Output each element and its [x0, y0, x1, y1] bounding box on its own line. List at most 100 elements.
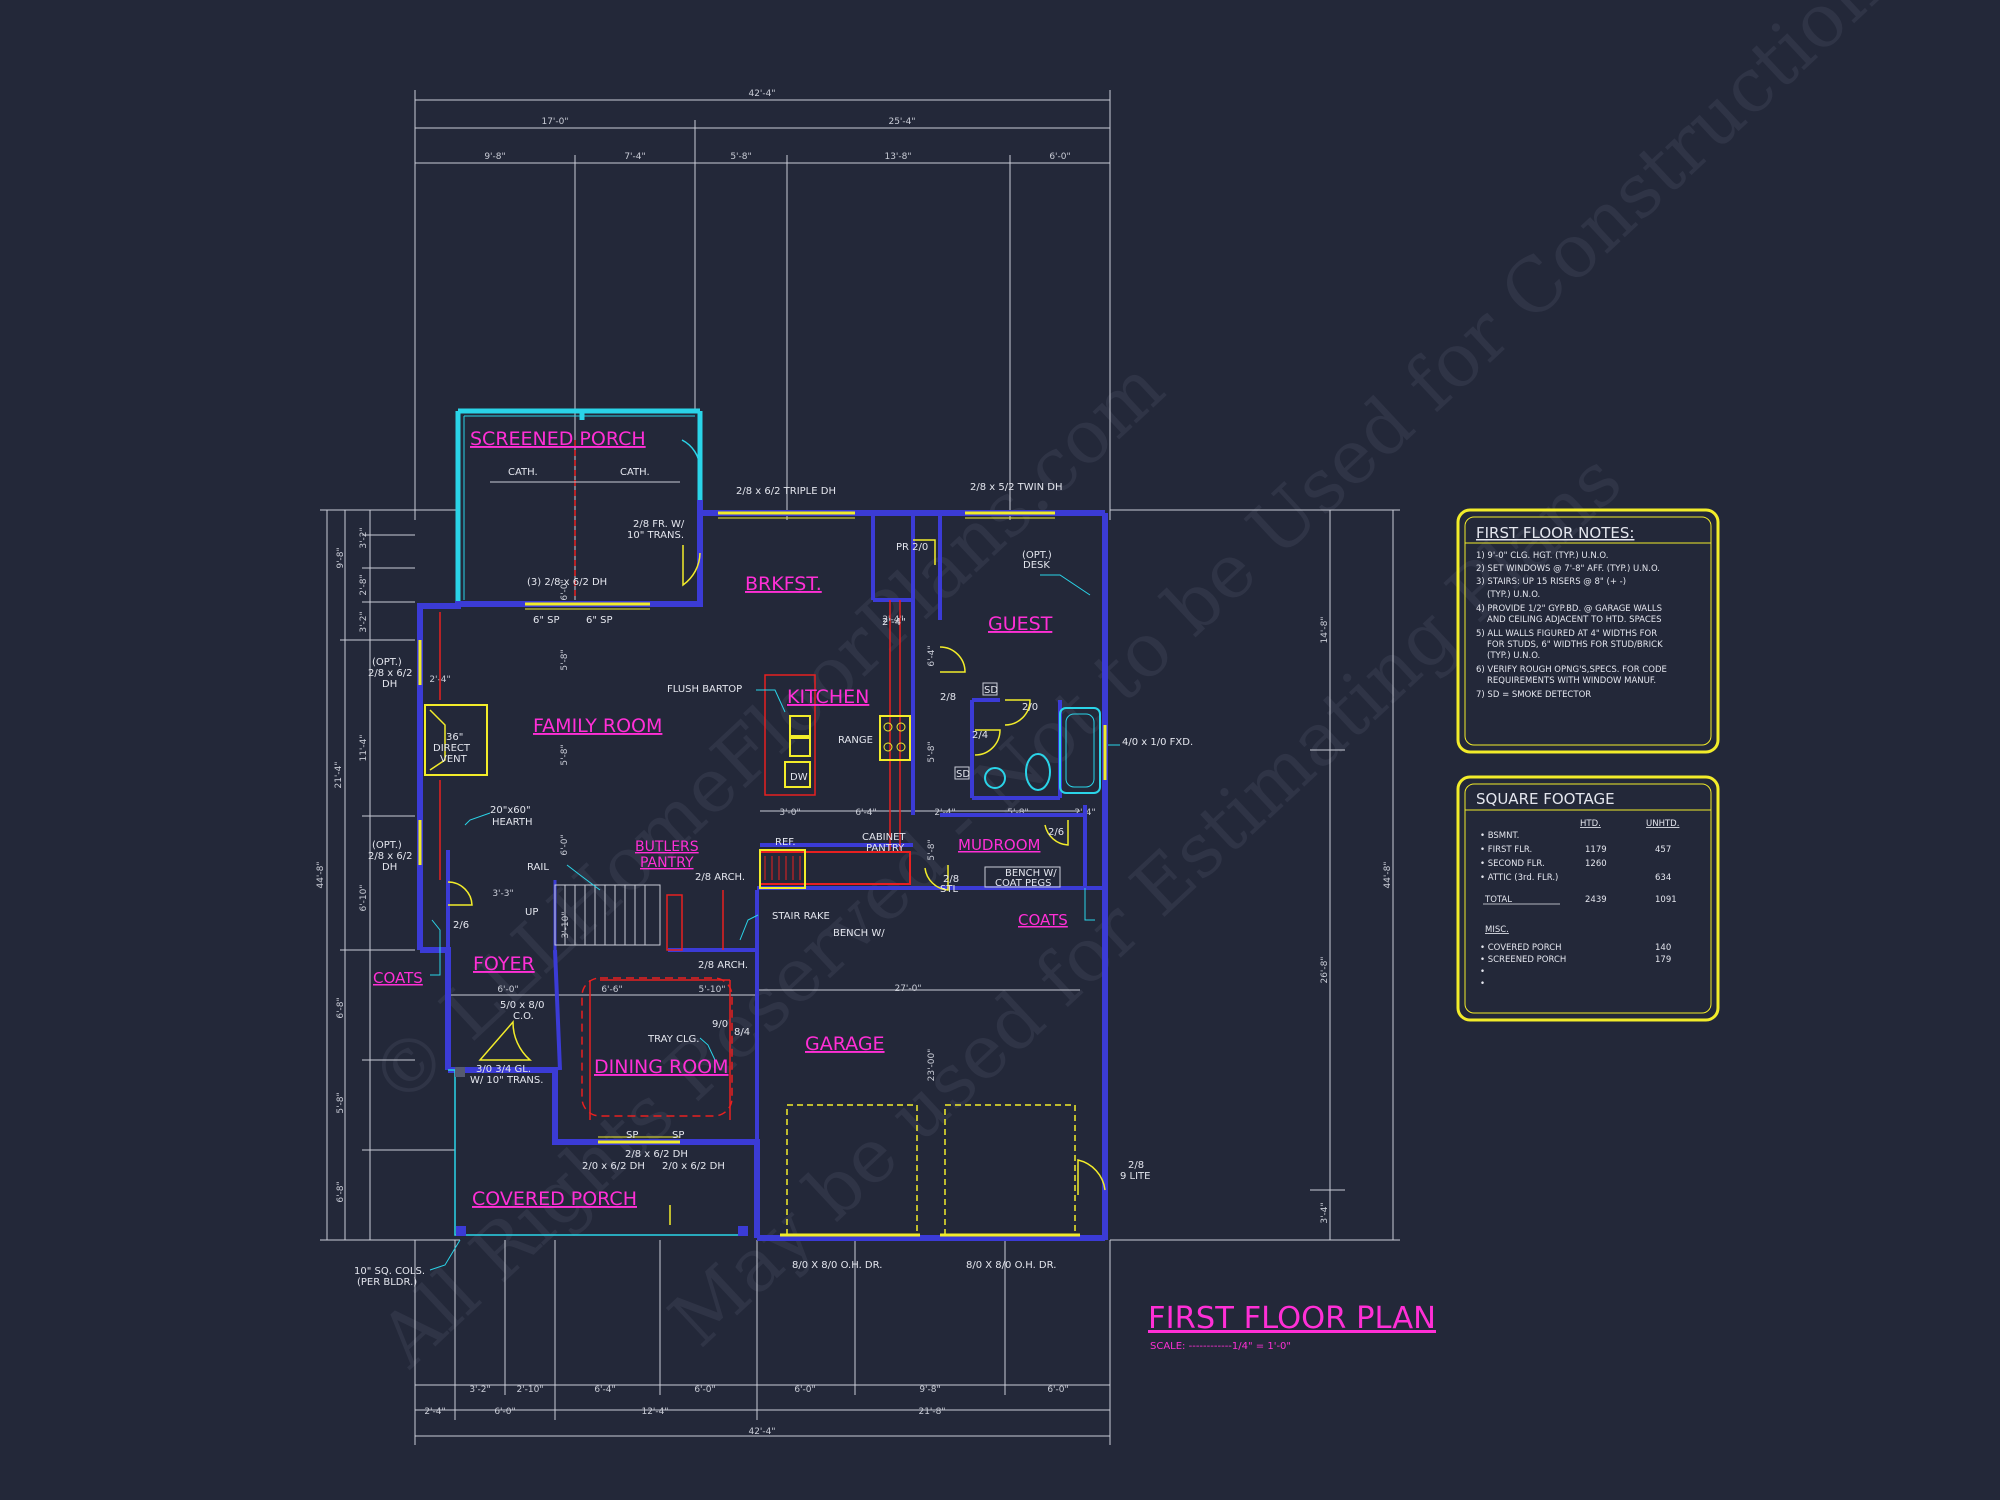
room-screened-porch: SCREENED PORCH [470, 428, 646, 450]
lav-sink [984, 767, 1006, 789]
note-range: RANGE [838, 735, 873, 746]
sqft-col-unhtd: UNHTD. [1646, 819, 1679, 829]
note-opt-dh-top-3: DH [382, 679, 397, 690]
dim-bottom-seg-1: 3'-2" [469, 1385, 490, 1395]
dim-interior-11: 6'-0" [560, 834, 570, 855]
room-brkfst: BRKFST. [745, 573, 822, 595]
dim-interior-3: 6'-4" [927, 645, 937, 666]
sqft-row-2-label: • FIRST FLR. [1480, 845, 1532, 855]
note-fr-trans-1: 2/8 FR. W/ [633, 519, 685, 530]
screened-porch-inner [463, 415, 695, 600]
note-door-2-0: 2/0 [1022, 702, 1038, 713]
dim-interior-18: 5'-8" [927, 839, 937, 860]
room-garage: GARAGE [805, 1033, 885, 1055]
plan-title: FIRST FLOOR PLAN [1148, 1301, 1436, 1336]
stairs [554, 884, 661, 946]
sqft-total-htd: 2439 [1585, 895, 1607, 905]
note-nine-lite-2: 9 LITE [1120, 1171, 1151, 1182]
notes-line-6: AND CEILING ADJACENT TO HTD. SPACES [1487, 615, 1662, 625]
sqft-row-3-label: • SECOND FLR. [1480, 859, 1545, 869]
sqft-misc-1-value: 140 [1655, 943, 1671, 953]
note-rail: RAIL [527, 862, 549, 873]
dim-interior-14: 6'-0" [497, 985, 518, 995]
range [879, 715, 911, 761]
range-burner-2 [896, 722, 906, 732]
dim-interior-17: 27'-0" [894, 984, 921, 994]
note-nine-lite-1: 2/8 [1128, 1160, 1144, 1171]
sqft-misc-3-label: • [1480, 967, 1485, 977]
sqft-title: SQUARE FOOTAGE [1476, 790, 1615, 808]
dim-left-seg-7: 6'-8" [336, 997, 346, 1018]
note-cabinet-pantry-2: PANTRY [866, 843, 905, 854]
sqft-misc-2-label: • SCREENED PORCH [1480, 955, 1566, 965]
dim-top-seg-3: 5'-8" [730, 152, 751, 162]
dim-left-seg-4: 3'-2" [359, 611, 369, 632]
dim-left-seg-9: 6'-8" [336, 1181, 346, 1202]
sqft-col-htd: HTD. [1580, 819, 1601, 829]
sqft-total-unhtd: 1091 [1655, 895, 1677, 905]
sink-1 [789, 715, 811, 737]
notes-line-8: FOR STUDS, 6" WIDTHS FOR STUD/BRICK [1487, 640, 1663, 650]
note-sp-4: SP [672, 1130, 684, 1141]
sqft-row-3-htd: 1260 [1585, 859, 1607, 869]
notes-line-9: (TYP.) U.N.O. [1487, 651, 1540, 661]
note-direct-vent-3: VENT [440, 754, 468, 765]
doors [447, 539, 1106, 1225]
dim-interior-20: 6'-0" [560, 579, 570, 600]
note-tray: TRAY CLG. [647, 1034, 699, 1045]
dim-interior-2: 2'-4" [882, 615, 903, 625]
note-gl-trans-1: 3/0 3/4 GL. [476, 1064, 531, 1075]
dim-interior-13: 3'-10" [561, 911, 571, 938]
sqft-misc-label: MISC. [1485, 925, 1509, 935]
window-inner-lines [525, 517, 1055, 1138]
dim-bottom-seg-2: 2'-10" [516, 1385, 543, 1395]
notes-line-11: REQUIREMENTS WITH WINDOW MANUF. [1487, 676, 1656, 686]
note-sp-1: 6" SP [533, 615, 560, 626]
smoke-detector-1 [982, 682, 998, 696]
note-dining-dh-3: 2/0 x 6/2 DH [662, 1161, 725, 1172]
dim-bottom-seg-6: 9'-8" [919, 1385, 940, 1395]
porch-column-2 [738, 1226, 748, 1236]
windows [418, 511, 1107, 1144]
sqft-total-label: TOTAL [1484, 895, 1512, 905]
note-sd-1: SD [984, 685, 998, 696]
dim-right-seg-2: 26'-8" [1320, 956, 1330, 983]
note-cath-1: CATH. [508, 467, 538, 478]
exterior-walls [417, 500, 1108, 1241]
dishwasher [784, 761, 811, 788]
note-opt-dh-bot-3: DH [382, 862, 397, 873]
dim-interior-10: 5'-8" [560, 649, 570, 670]
note-oh-dr-1: 8/0 X 8/0 O.H. DR. [792, 1260, 882, 1271]
leader-lines [429, 574, 1120, 1271]
note-oh-dr-2: 8/0 X 8/0 O.H. DR. [966, 1260, 1056, 1271]
note-fr-trans-2: 10" TRANS. [627, 530, 684, 541]
dim-bottom-mid-2: 6'-0" [494, 1407, 515, 1417]
covered-porch-outline [448, 1069, 745, 1236]
note-direct-vent-1: 36" [446, 732, 463, 743]
note-co-1: 5/0 x 8/0 [500, 1000, 544, 1011]
dim-top-overall: 42'-4" [748, 89, 775, 99]
notes-line-2: 2) SET WINDOWS @ 7'-8" AFF. (TYP.) U.N.O… [1476, 564, 1660, 574]
notes-line-10: 6) VERIFY ROUGH OPNG'S,SPECS. FOR CODE [1476, 665, 1667, 675]
dim-bottom-seg-3: 6'-4" [594, 1385, 615, 1395]
note-door-2-4: 2/4 [972, 730, 988, 741]
notes-line-1: 1) 9'-0" CLG. HGT. (TYP.) U.N.O. [1476, 551, 1608, 561]
note-ref: REF. [775, 837, 796, 848]
plan-notes: CATH. CATH. 2/8 x 6/2 TRIPLE DH 2/8 x 5/… [354, 467, 1193, 1288]
note-hearth-2: HEARTH [492, 817, 533, 828]
note-dining-dh-2: 2/0 x 6/2 DH [582, 1161, 645, 1172]
fireplace [424, 704, 488, 776]
dim-top-right: 25'-4" [888, 117, 915, 127]
dim-bottom-mid-3: 12'-4" [641, 1407, 668, 1417]
note-fxd: 4/0 x 1/0 FXD. [1122, 737, 1193, 748]
note-up: UP [525, 907, 538, 918]
mudroom-bench-box [984, 866, 1061, 888]
dim-left-seg-6: 6'-10" [359, 884, 369, 911]
dim-bottom-mid-4: 21'-8" [918, 1407, 945, 1417]
note-sp-3: SP [626, 1130, 638, 1141]
dimension-lines [320, 90, 1400, 1445]
note-bench: BENCH W/ [833, 928, 885, 939]
dim-bottom-mid-1: 2'-4" [424, 1407, 445, 1417]
room-mudroom: MUDROOM [958, 836, 1040, 854]
